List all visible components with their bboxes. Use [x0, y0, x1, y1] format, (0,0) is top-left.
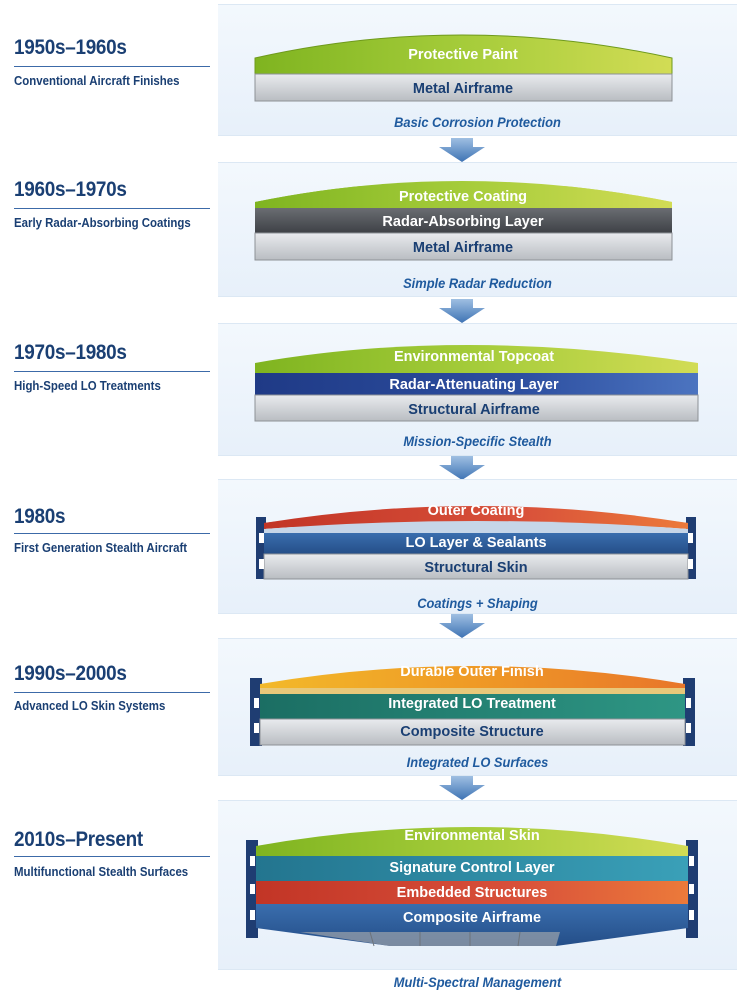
- era-caption: Integrated LO Surfaces: [406, 754, 549, 770]
- era-period: 1950s–1960s: [14, 36, 127, 59]
- layer-label: Structural Airframe: [408, 402, 540, 418]
- layer-label: Integrated LO Treatment: [388, 696, 556, 712]
- layer-stack: Outer Coating LO Layer & Sealants Struct…: [256, 503, 696, 580]
- layer-radar-attenuating: [255, 373, 698, 395]
- layer-integrated-lo: [260, 694, 685, 719]
- era-description: High-Speed LO Treatments: [14, 378, 161, 393]
- era-2010s: 2010s–Present Multifunctional Stealth Su…: [0, 800, 737, 990]
- layer-label: Durable Outer Finish: [400, 664, 543, 680]
- period-divider: [14, 208, 210, 209]
- layer-label: Environmental Topcoat: [394, 349, 554, 365]
- era-description: Multifunctional Stealth Surfaces: [14, 864, 189, 879]
- era-caption: Mission-Specific Stealth: [403, 433, 552, 449]
- era-caption: Simple Radar Reduction: [403, 275, 552, 291]
- layer-stack: Durable Outer Finish Integrated LO Treat…: [250, 664, 695, 746]
- era-period: 1990s–2000s: [14, 662, 127, 685]
- layer-metal-airframe: [254, 232, 673, 261]
- layer-label: Radar-Attenuating Layer: [389, 377, 559, 393]
- down-arrow-icon: [439, 299, 485, 323]
- layer-label: Environmental Skin: [404, 828, 539, 844]
- layer-label: Metal Airframe: [413, 240, 513, 256]
- period-divider: [14, 533, 210, 534]
- layer-stack: Environmental Topcoat Radar-Attenuating …: [254, 345, 699, 422]
- period-divider: [14, 371, 210, 372]
- down-arrow-icon: [439, 138, 485, 162]
- era-caption: Coatings + Shaping: [417, 595, 538, 611]
- era-period: 1980s: [14, 505, 66, 528]
- down-arrow-icon: [439, 456, 485, 480]
- layer-label: Protective Coating: [399, 189, 527, 205]
- period-divider: [14, 692, 210, 693]
- layer-radar-absorbing: [255, 208, 672, 233]
- era-1960s: 1960s–1970s Early Radar-Absorbing Coatin…: [0, 162, 737, 297]
- layer-label: Outer Coating: [428, 503, 525, 519]
- era-period: 2010s–Present: [14, 828, 143, 851]
- layer-label: Signature Control Layer: [389, 860, 555, 876]
- layer-environmental-topcoat: [255, 345, 698, 373]
- era-caption: Basic Corrosion Protection: [394, 114, 561, 130]
- era-description: Early Radar-Absorbing Coatings: [14, 215, 191, 230]
- era-1970s: 1970s–1980s High-Speed LO Treatments Env…: [0, 323, 737, 456]
- layer-label: Composite Structure: [400, 724, 543, 740]
- layer-signature-control: [256, 856, 688, 881]
- layer-protective-paint: [254, 34, 673, 75]
- layer-label: LO Layer & Sealants: [405, 535, 546, 551]
- era-description: First Generation Stealth Aircraft: [14, 540, 188, 555]
- layer-stack: Protective Paint Metal Airframe: [254, 34, 673, 102]
- period-divider: [14, 856, 210, 857]
- edge-frame: [256, 517, 266, 579]
- layer-embedded-structures: [256, 881, 688, 904]
- layer-structural-airframe: [254, 394, 699, 422]
- down-arrow-icon: [439, 776, 485, 800]
- era-1950s: 1950s–1960s Conventional Aircraft Finish…: [0, 4, 737, 136]
- layer-lo-sealants: [264, 533, 688, 554]
- layer-label: Protective Paint: [408, 47, 518, 63]
- era-period: 1970s–1980s: [14, 341, 127, 364]
- down-arrow-icon: [439, 614, 485, 638]
- layer-metal-airframe: [254, 73, 673, 102]
- layer-label: Radar-Absorbing Layer: [382, 214, 543, 230]
- layer-stack: Protective Coating Radar-Absorbing Layer…: [254, 181, 673, 261]
- layer-durable-outer-finish: [260, 666, 685, 688]
- edge-frame: [686, 517, 696, 579]
- layer-label: Composite Airframe: [403, 910, 541, 926]
- layer-label: Structural Skin: [424, 560, 527, 576]
- layer-stack: Environmental Skin Signature Control Lay…: [246, 827, 698, 947]
- era-1990s: 1990s–2000s Advanced LO Skin Systems Dur…: [0, 638, 737, 776]
- layer-environmental-skin: [256, 827, 688, 856]
- layer-composite-structure: [259, 718, 686, 746]
- era-caption: Multi-Spectral Management: [393, 974, 562, 990]
- era-period: 1960s–1970s: [14, 178, 127, 201]
- layer-label: Metal Airframe: [413, 81, 513, 97]
- structural-ribs: [300, 932, 560, 946]
- era-1980s: 1980s First Generation Stealth Aircraft …: [0, 479, 737, 614]
- period-divider: [14, 66, 210, 67]
- era-description: Conventional Aircraft Finishes: [14, 73, 180, 88]
- era-description: Advanced LO Skin Systems: [14, 698, 166, 713]
- layer-label: Embedded Structures: [397, 885, 548, 901]
